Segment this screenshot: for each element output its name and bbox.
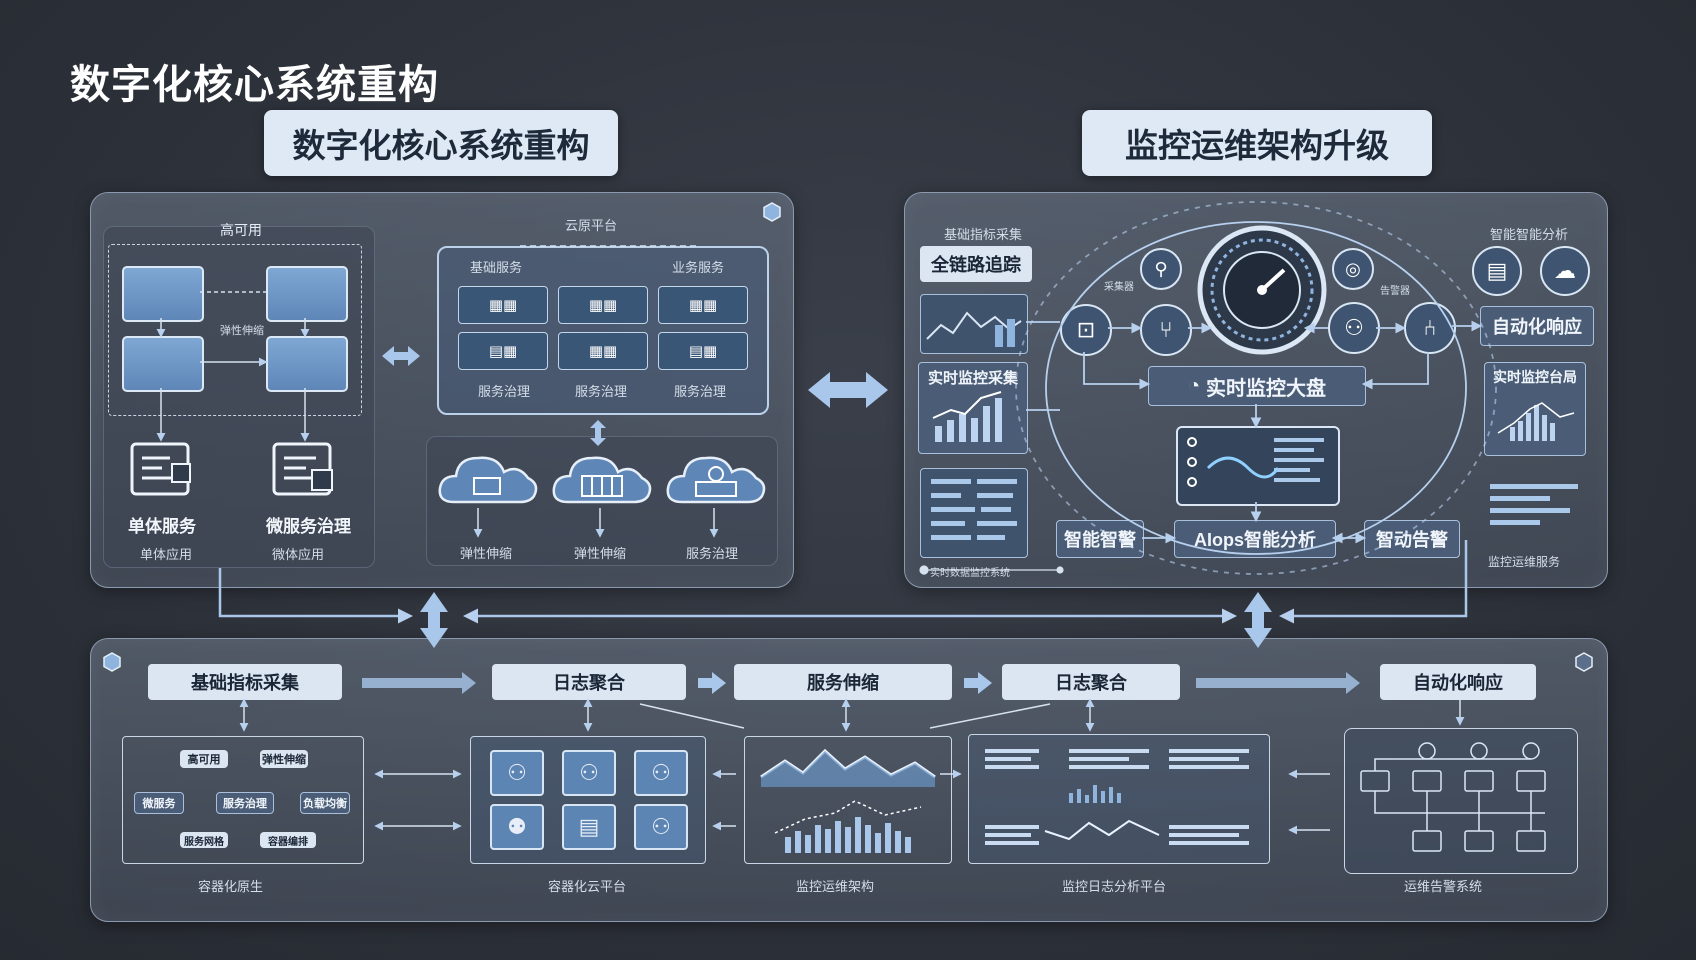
monolith-label: 单体服务 [128, 517, 196, 536]
ops-service-label: 监控运维服务 [1488, 555, 1561, 569]
monitor-chart-box [744, 736, 952, 864]
realtime-collect-label: 实时监控采集 [927, 370, 1018, 387]
cloud-icon-2 [550, 450, 654, 508]
base-services-label: 基础服务 [470, 260, 523, 275]
left-section-title: 数字化核心系统重构 [264, 110, 618, 176]
ops-alert-label: 运维告警系统 [1404, 879, 1483, 894]
cloud-icon-1 [436, 450, 540, 508]
microservice-icon [270, 440, 340, 504]
realtime-dashboard-label: 实时监控大盘 [1206, 377, 1327, 400]
step-auto-response: 自动化响应 [1380, 664, 1536, 700]
pipeline-hex-icon [102, 652, 122, 672]
realtime-platform-card: 实时监控台局 [1484, 362, 1586, 456]
elastic-label-2: 弹性伸缩 [574, 546, 627, 561]
document-icon: ▤ [562, 804, 616, 850]
admin-icon: ⚇ [490, 750, 544, 796]
trace-mini-chart [920, 294, 1028, 354]
elastic-label-1: 弹性伸缩 [460, 546, 513, 561]
status-table [1486, 476, 1584, 540]
step-log-aggregate-1: 日志聚合 [492, 664, 686, 700]
cloud-platform-label: 云原平台 [565, 218, 618, 233]
cloud-icon-3 [664, 450, 768, 508]
settings-hex-icon [762, 202, 782, 222]
service-tile-4: ▤▦ [458, 332, 548, 370]
container-native-box [122, 736, 364, 864]
monitor-arch-label: 监控运维架构 [796, 879, 875, 894]
auto-alert-tag: 智动告警 [1364, 520, 1460, 558]
smart-alert-tag: 智能智警 [1056, 520, 1144, 558]
deploy-user-icon: ⚇ [634, 804, 688, 850]
page-title: 数字化核心系统重构 [70, 63, 439, 107]
service-tile-3: ▦▦ [658, 286, 748, 324]
collector-mini-label: 采集器 [1104, 282, 1134, 293]
gov-tag: 服务治理 [216, 792, 274, 814]
ops-alert-box [1344, 728, 1578, 874]
flow-icon: ⑃ [1404, 302, 1456, 354]
operator-icon: ⚇ [562, 750, 616, 796]
cloud-services-group [437, 246, 769, 415]
service-tile-5: ▦▦ [558, 332, 648, 370]
dashboard-gauge-icon [1196, 224, 1328, 356]
auto-response-tag: 自动化响应 [1480, 306, 1594, 346]
microservice-sub: 微体应用 [272, 547, 325, 562]
right-section-title: 监控运维架构升级 [1082, 110, 1432, 176]
step-log-aggregate-2: 日志聚合 [1002, 664, 1180, 700]
elastic-tag: 弹性伸缩 [260, 750, 308, 768]
monolith-icon [128, 440, 198, 504]
ha-tag: 高可用 [180, 750, 228, 768]
service-tile-1: ▦▦ [458, 286, 548, 324]
container-cloud-label: 容器化云平台 [548, 879, 627, 894]
log-analysis-box [968, 734, 1270, 864]
pipeline-hex-icon-right [1574, 652, 1594, 672]
smart-analysis-label: 智能智能分析 [1490, 227, 1569, 242]
log-analysis-label: 监控日志分析平台 [1062, 879, 1167, 894]
server-node-4 [266, 336, 348, 392]
realtime-timeline-label: 实时数据监控系统 [930, 568, 1010, 579]
micro-tag: 微服务 [134, 792, 184, 814]
mesh-tag: 服务网格 [180, 832, 228, 848]
target-icon: ◎ [1332, 248, 1374, 290]
lb-tag: 负载均衡 [300, 792, 350, 814]
ha-dashed-group [108, 244, 362, 416]
step-service-scaling: 服务伸缩 [734, 664, 952, 700]
service-tile-2: ▦▦ [558, 286, 648, 324]
team-icon: ⚉ [490, 804, 544, 850]
metrics-table [920, 468, 1028, 558]
report-icon: ▤ [1472, 246, 1522, 296]
service-gov-2: 服务治理 [575, 384, 628, 399]
realtime-collect-card: 实时监控采集 [918, 362, 1028, 454]
cloud-monitor-icon: ☁ [1540, 246, 1590, 296]
aiops-tag: AIops智能分析 [1174, 520, 1336, 558]
step-metrics-collect: 基础指标采集 [148, 664, 342, 700]
server-node-3 [122, 336, 204, 392]
server-node-1 [122, 266, 204, 322]
briefcase-icon: ⊡ [1060, 304, 1112, 356]
container-native-label: 容器化原生 [198, 879, 264, 894]
ha-label: 高可用 [220, 222, 262, 238]
realtime-platform-label: 实时监控台局 [1493, 369, 1577, 385]
network-icon: ⑂ [1140, 304, 1192, 356]
service-tile-6: ▤▦ [658, 332, 748, 370]
elastic-label-3: 服务治理 [686, 546, 739, 561]
user-icon: ⚇ [1328, 302, 1380, 354]
basic-metrics-label: 基础指标采集 [944, 227, 1023, 242]
orchestration-tag: 容器编排 [260, 832, 316, 848]
realtime-dashboard-tag: ◔ 实时监控大盘 [1148, 366, 1366, 406]
sensor-icon: ⚲ [1140, 248, 1182, 290]
ha-mid-label: 弹性伸缩 [220, 325, 264, 337]
alerter-mini-label: 告警器 [1380, 286, 1410, 297]
full-trace-tag: 全链路追踪 [920, 246, 1032, 282]
service-gov-1: 服务治理 [478, 384, 531, 399]
biz-services-label: 业务服务 [672, 260, 725, 275]
monolith-sub: 单体应用 [140, 547, 193, 562]
service-gov-3: 服务治理 [674, 384, 727, 399]
microservice-label: 微服务治理 [266, 517, 351, 536]
dashboard-icon: ◔ [1187, 374, 1201, 397]
dashboard-screen [1176, 426, 1340, 506]
server-node-2 [266, 266, 348, 322]
user-profile-icon: ⚇ [634, 750, 688, 796]
